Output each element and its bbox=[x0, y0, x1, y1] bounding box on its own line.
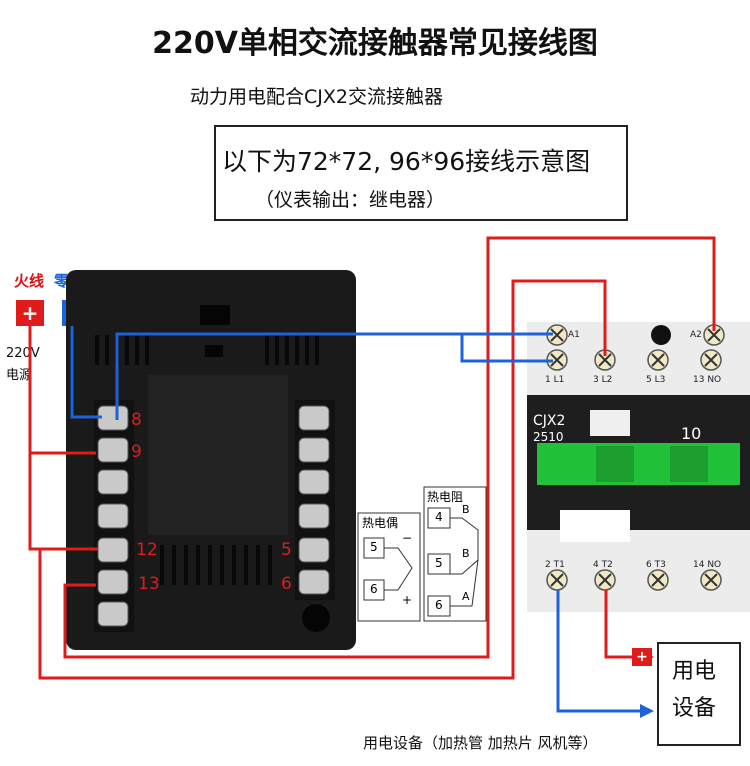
arrow-right-icon-2 bbox=[640, 704, 654, 718]
device-live-wire bbox=[604, 590, 640, 659]
power-source-label: 电源 bbox=[6, 368, 33, 383]
rtd-terminal-5: 5 bbox=[435, 556, 443, 570]
note-line-2: （仪表输出：继电器） bbox=[255, 189, 446, 211]
neutral-wires bbox=[70, 326, 553, 420]
rtd-label-b1: B bbox=[462, 503, 470, 516]
device-label-2: 设备 bbox=[672, 696, 717, 721]
thermocouple-title: 热电偶 bbox=[362, 516, 399, 530]
terminal-8-label: 8 bbox=[131, 410, 142, 430]
plus-icon: + bbox=[16, 300, 44, 326]
device-plus-icon: + bbox=[632, 648, 652, 666]
rtd-terminal-6: 6 bbox=[435, 598, 443, 612]
terminal-13-label: 13 bbox=[138, 574, 160, 594]
rtd-diagram bbox=[423, 486, 487, 622]
terminal-14-no: 14 NO bbox=[693, 560, 722, 570]
terminal-1-l1: 1 L1 bbox=[545, 375, 565, 385]
rtd-terminal-4: 4 bbox=[435, 510, 443, 524]
live-wire-label: 火线 bbox=[14, 272, 45, 290]
contactor bbox=[527, 322, 750, 612]
thermocouple-terminal-6: 6 bbox=[370, 582, 378, 596]
terminal-5-label: 5 bbox=[281, 540, 292, 560]
terminal-9-label: 9 bbox=[131, 442, 142, 462]
terminal-6-t3: 6 T3 bbox=[646, 560, 666, 570]
live-wires bbox=[28, 236, 716, 680]
diagram-title: 220V单相交流接触器常见接线图 bbox=[152, 26, 598, 61]
device-caption: 用电设备（加热管 加热片 风机等） bbox=[363, 734, 598, 752]
device-neutral-wire bbox=[556, 590, 640, 713]
diagram-subtitle: 动力用电配合CJX2交流接触器 bbox=[190, 86, 443, 108]
rtd-label-a: A bbox=[462, 590, 470, 603]
device-box bbox=[657, 642, 741, 746]
coil-a2-label: A2 bbox=[690, 330, 702, 340]
contactor-model: CJX2 bbox=[533, 413, 566, 429]
terminal-6-label: 6 bbox=[281, 574, 292, 594]
coil-a1-label: A1 bbox=[568, 330, 580, 340]
left-terminal-strip bbox=[94, 400, 134, 632]
rtd-label-b2: B bbox=[462, 547, 470, 560]
terminal-4-t2: 4 T2 bbox=[593, 560, 613, 570]
note-line-1: 以下为72*72, 96*96接线示意图 bbox=[222, 147, 591, 176]
thermocouple-diagram bbox=[357, 512, 421, 622]
thermocouple-plus: + bbox=[402, 593, 413, 607]
contactor-model-2: 2510 bbox=[533, 430, 564, 444]
controller-vents bbox=[95, 335, 319, 585]
terminal-3-l2: 3 L2 bbox=[593, 375, 613, 385]
terminal-13-no: 13 NO bbox=[693, 375, 722, 385]
contactor-rating: 10 bbox=[681, 424, 702, 443]
right-terminal-strip bbox=[295, 400, 335, 632]
thermocouple-terminal-5: 5 bbox=[370, 540, 378, 554]
terminal-5-l3: 5 L3 bbox=[646, 375, 666, 385]
controller-recess bbox=[148, 375, 288, 535]
rtd-title: 热电阻 bbox=[427, 490, 464, 504]
terminal-2-t1: 2 T1 bbox=[545, 560, 565, 570]
note-box bbox=[214, 125, 628, 221]
device-label-1: 用电 bbox=[672, 659, 717, 684]
contactor-screw-crosses bbox=[550, 328, 721, 587]
thermocouple-minus: − bbox=[402, 531, 413, 545]
terminal-12-label: 12 bbox=[136, 540, 158, 560]
contactor-green-indicator bbox=[537, 443, 740, 485]
